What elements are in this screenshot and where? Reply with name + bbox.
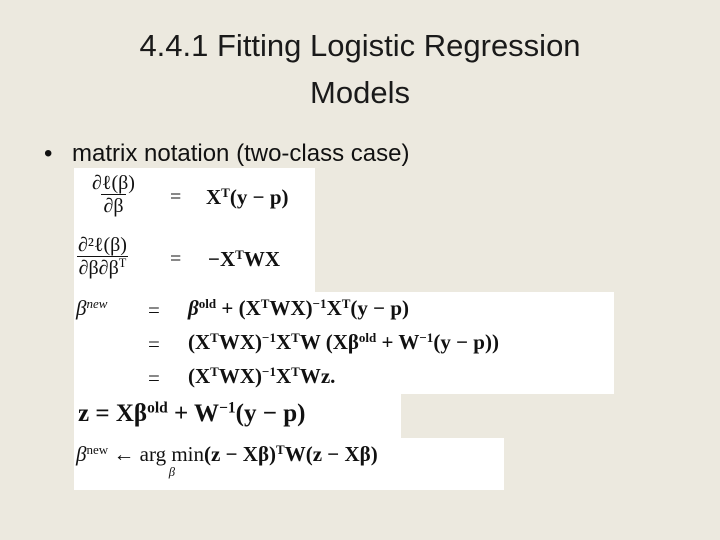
z-b: + W (167, 400, 220, 427)
z-a: z = Xβ (78, 400, 148, 427)
newton-l2-sup1: T (210, 329, 219, 345)
newton-l1-a: β (188, 296, 199, 320)
equation-gradient: ∂ℓ(β) ∂β = XT(y − p) (74, 168, 315, 230)
newton-lhs: βnew (76, 296, 107, 321)
equation-newton-update: βnew = βold + (XTWX)−1XT(y − p) = (XTWX)… (74, 292, 614, 394)
newton-l2-a: (X (188, 330, 211, 354)
newton-l2-b: WX) (218, 330, 263, 354)
irls-arrow: ← (113, 442, 135, 466)
gradient-rhs: XT(y − p) (206, 185, 289, 210)
newton-l1-b: + (X (216, 296, 261, 320)
gradient-rhs-t: T (221, 184, 230, 200)
irls-lhs-beta: β (76, 442, 87, 466)
slide-title: 4.4.1 Fitting Logistic Regression Models (60, 22, 660, 116)
newton-l2-sup5: −1 (419, 329, 434, 345)
hessian-rhs-x: −X (208, 247, 236, 271)
newton-l1-sup3: −1 (312, 295, 327, 311)
newton-l2-f: (y − p)) (433, 330, 499, 354)
bullet-item: • matrix notation (two-class case) (44, 138, 409, 170)
irls-argmin-text: arg min (139, 442, 205, 466)
hessian-fraction: ∂²ℓ(β) ∂β∂βT (76, 234, 129, 279)
z-sup1: old (147, 399, 168, 417)
newton-l3-a: (X (188, 364, 211, 388)
hessian-rhs-t: T (235, 246, 244, 262)
hessian-equals: = (170, 248, 182, 270)
newton-equals-3: = (148, 366, 160, 390)
newton-line-3: (XTWX)−1XTWz. (188, 364, 335, 389)
newton-lhs-new: new (86, 295, 108, 311)
hessian-rhs: −XTWX (208, 247, 280, 272)
irls-argmin-sub: β (168, 465, 175, 479)
hessian-rhs-rest: WX (243, 247, 280, 271)
gradient-rhs-rest: (y − p) (229, 185, 289, 209)
irls-rhs: (z − Xβ)TW(z − Xβ) (204, 442, 378, 466)
newton-lhs-beta: β (76, 296, 87, 320)
equation-adjusted-response: z = Xβold + W−1(y − p) (74, 394, 401, 438)
gradient-fraction: ∂ℓ(β) ∂β (90, 172, 137, 217)
irls-rhs-b: W(z − Xβ) (284, 442, 378, 466)
z-c: (y − p) (235, 400, 306, 427)
hessian-denominator: ∂β∂βT (76, 256, 129, 279)
newton-l1-e: (y − p) (350, 296, 410, 320)
newton-l3-b: WX) (218, 364, 263, 388)
newton-line-1: βold + (XTWX)−1XT(y − p) (188, 296, 409, 321)
newton-l1-sup4: T (341, 295, 351, 311)
newton-l3-sup2: −1 (262, 363, 276, 379)
newton-l2-sup4: old (358, 329, 377, 345)
title-line-1: 4.4.1 Fitting Logistic Regression (139, 28, 581, 63)
hessian-den-main: ∂β∂β (78, 257, 119, 279)
newton-equals-1: = (148, 298, 160, 322)
z-sup2: −1 (219, 399, 236, 417)
bullet-text: matrix notation (two-class case) (72, 140, 410, 167)
newton-l2-sup2: −1 (262, 329, 276, 345)
newton-l2-d: W (Xβ (299, 330, 359, 354)
gradient-numerator: ∂ℓ(β) (92, 172, 135, 194)
hessian-den-t: T (118, 256, 127, 271)
newton-l3-d: Wz. (299, 364, 336, 388)
irls-lhs-new: new (86, 441, 109, 457)
bullet-dot-icon: • (44, 140, 53, 167)
newton-l2-c: X (275, 330, 292, 354)
newton-l1-d: X (326, 296, 342, 320)
irls-rhs-t: T (276, 441, 285, 457)
newton-l1-sup2: T (260, 295, 270, 311)
newton-l2-e: + W (376, 330, 420, 354)
hessian-numerator: ∂²ℓ(β) (78, 234, 127, 256)
newton-l3-c: X (275, 364, 292, 388)
newton-l1-sup1: old (198, 295, 217, 311)
equation-hessian: ∂²ℓ(β) ∂β∂βT = −XTWX (74, 230, 315, 292)
newton-equals-2: = (148, 332, 160, 356)
gradient-rhs-x: X (206, 185, 222, 209)
gradient-denominator: ∂β (101, 194, 126, 217)
newton-line-2: (XTWX)−1XTW (Xβold + W−1(y − p)) (188, 330, 499, 355)
newton-l3-sup1: T (210, 363, 219, 379)
gradient-equals: = (170, 186, 182, 208)
z-formula: z = Xβold + W−1(y − p) (78, 400, 305, 428)
newton-l2-sup3: T (291, 329, 300, 345)
title-line-2: Models (310, 75, 410, 110)
newton-l1-c: WX) (269, 296, 313, 320)
irls-rhs-a: (z − Xβ) (204, 442, 277, 466)
newton-l3-sup3: T (291, 363, 300, 379)
